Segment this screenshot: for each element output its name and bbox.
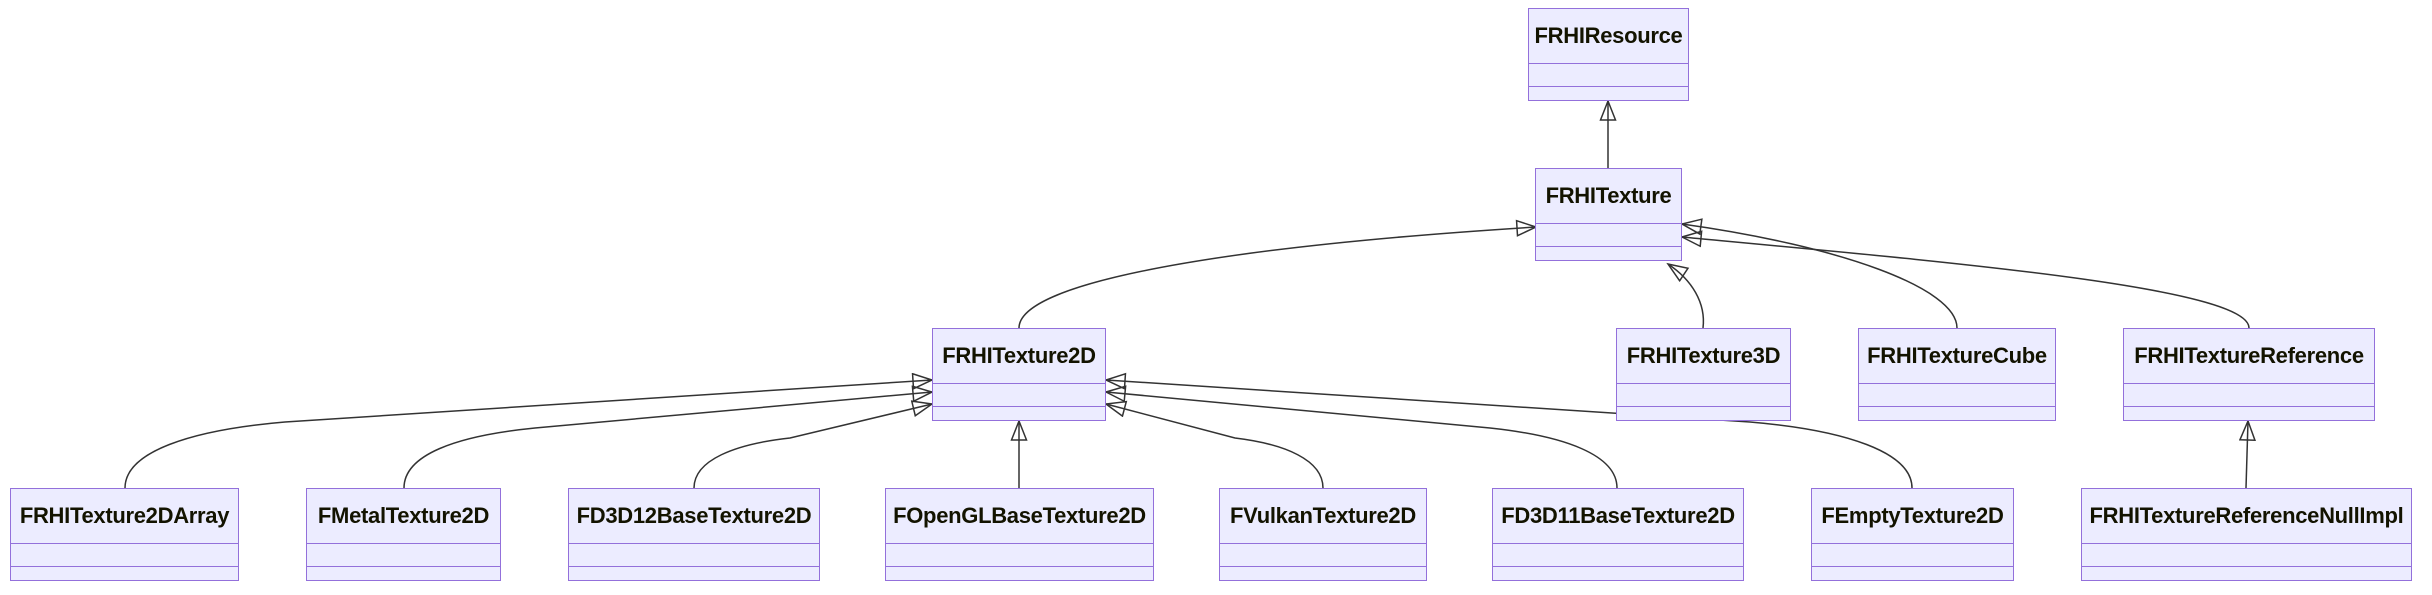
class-methods-compartment xyxy=(1812,566,2013,580)
class-title: FRHITexture3D xyxy=(1626,343,1781,368)
class-methods-compartment xyxy=(1536,246,1681,260)
class-methods-compartment xyxy=(1859,406,2055,420)
class-title: FOpenGLBaseTexture2D xyxy=(893,503,1146,528)
class-node-frhitexture2d: FRHITexture2D xyxy=(932,328,1106,421)
class-title: FRHITexture2D xyxy=(942,343,1096,368)
class-node-fd3d12basetexture2d: FD3D12BaseTexture2D xyxy=(568,488,820,581)
edge-frhitexturereference-to-frhitexture xyxy=(1682,237,2250,329)
class-methods-compartment xyxy=(886,566,1153,580)
edge-frhitexturereferencenullimpl-to-frhitexturereference xyxy=(2246,421,2248,489)
class-attributes-compartment xyxy=(11,543,238,566)
class-attributes-compartment xyxy=(569,543,819,566)
class-attributes-compartment xyxy=(1617,383,1790,406)
class-node-fopenglbasetexture2d: FOpenGLBaseTexture2D xyxy=(885,488,1154,581)
class-methods-compartment xyxy=(933,406,1105,420)
edge-frhitexturecube-to-frhitexture xyxy=(1682,224,1958,329)
class-node-fmetaltexture2d: FMetalTexture2D xyxy=(306,488,501,581)
class-title: FRHITextureReferenceNullImpl xyxy=(2089,503,2404,528)
class-title: FRHIResource xyxy=(1534,23,1683,48)
class-title: FRHITextureReference xyxy=(2134,343,2364,368)
class-title: FRHITexture xyxy=(1545,183,1672,208)
class-title: FMetalTexture2D xyxy=(317,503,490,528)
edge-fvulkantexture2d-to-frhitexture2d xyxy=(1106,404,1324,489)
class-attributes-compartment xyxy=(1536,223,1681,246)
class-node-fd3d11basetexture2d: FD3D11BaseTexture2D xyxy=(1492,488,1744,581)
class-methods-compartment xyxy=(1493,566,1743,580)
class-title: FRHITexture2DArray xyxy=(19,503,230,528)
class-methods-compartment xyxy=(2124,406,2374,420)
class-title: FVulkanTexture2D xyxy=(1230,503,1416,528)
edge-fd3d11basetexture2d-to-frhitexture2d xyxy=(1106,392,1618,489)
class-attributes-compartment xyxy=(1493,543,1743,566)
class-attributes-compartment xyxy=(1529,63,1688,86)
class-title: FD3D11BaseTexture2D xyxy=(1501,503,1735,528)
class-node-frhitexture2darray: FRHITexture2DArray xyxy=(10,488,239,581)
class-node-frhitexture: FRHITexture xyxy=(1535,168,1682,261)
edge-frhitexture2d-to-frhitexture xyxy=(1018,227,1536,329)
class-node-frhitexturecube: FRHITextureCube xyxy=(1858,328,2056,421)
class-title: FD3D12BaseTexture2D xyxy=(576,503,812,528)
class-title: FRHITextureCube xyxy=(1867,343,2047,368)
class-attributes-compartment xyxy=(2082,543,2411,566)
class-node-frhitexturereference: FRHITextureReference xyxy=(2123,328,2375,421)
class-methods-compartment xyxy=(2082,566,2411,580)
class-node-femptytexture2d: FEmptyTexture2D xyxy=(1811,488,2014,581)
class-methods-compartment xyxy=(1529,86,1688,100)
edge-frhitexture3d-to-frhitexture xyxy=(1668,264,1705,329)
edge-fmetaltexture2d-to-frhitexture2d xyxy=(403,392,932,489)
class-attributes-compartment xyxy=(886,543,1153,566)
class-node-fvulkantexture2d: FVulkanTexture2D xyxy=(1219,488,1427,581)
class-attributes-compartment xyxy=(1812,543,2013,566)
class-node-frhitexturereferencenullimpl: FRHITextureReferenceNullImpl xyxy=(2081,488,2412,581)
class-attributes-compartment xyxy=(1859,383,2055,406)
class-node-frhiresource: FRHIResource xyxy=(1528,8,1689,101)
class-methods-compartment xyxy=(1220,566,1426,580)
class-title: FEmptyTexture2D xyxy=(1821,503,2004,528)
class-methods-compartment xyxy=(1617,406,1790,420)
edge-femptytexture2d-to-frhitexture2d xyxy=(1106,380,1913,489)
class-attributes-compartment xyxy=(2124,383,2374,406)
edge-fd3d12basetexture2d-to-frhitexture2d xyxy=(693,404,932,489)
class-attributes-compartment xyxy=(307,543,500,566)
class-methods-compartment xyxy=(569,566,819,580)
class-methods-compartment xyxy=(11,566,238,580)
class-attributes-compartment xyxy=(933,383,1105,406)
class-node-frhitexture3d: FRHITexture3D xyxy=(1616,328,1791,421)
class-methods-compartment xyxy=(307,566,500,580)
class-attributes-compartment xyxy=(1220,543,1426,566)
edge-frhitexture2darray-to-frhitexture2d xyxy=(124,380,932,489)
